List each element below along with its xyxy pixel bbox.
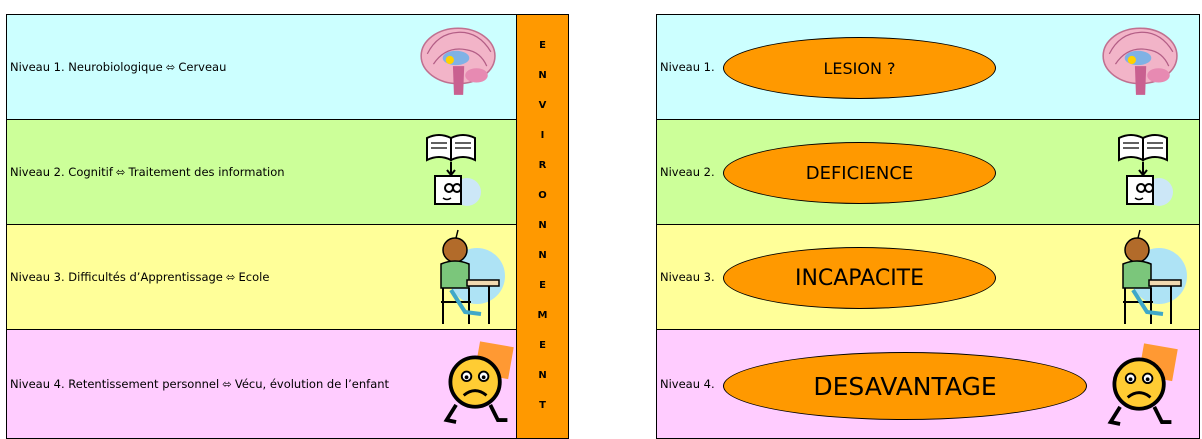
equivalence-arrow-icon: ⬄ bbox=[225, 270, 236, 284]
environment-letter: R bbox=[538, 160, 547, 171]
environment-letter: E bbox=[539, 40, 546, 51]
environment-letter: O bbox=[538, 190, 547, 201]
level-label: Niveau 4. Retentissement personnel bbox=[10, 377, 220, 391]
term-text: INCAPACITE bbox=[794, 265, 925, 291]
environment-letter: I bbox=[540, 130, 545, 141]
level-target: Ecole bbox=[238, 270, 270, 284]
term-ellipse: INCAPACITE bbox=[723, 247, 996, 309]
environment-letter: N bbox=[538, 250, 547, 261]
environment-letter: E bbox=[539, 340, 546, 351]
book-reader-icon bbox=[421, 128, 481, 208]
level-label: Niveau 1. Neurobiologique bbox=[10, 60, 163, 74]
left-level-3-text: Niveau 3. Difficultés d’Apprentissage⬄Ec… bbox=[10, 270, 269, 284]
term-ellipse: DEFICIENCE bbox=[723, 142, 996, 204]
level-label: Niveau 3. bbox=[660, 270, 715, 284]
level-target: Cerveau bbox=[178, 60, 227, 74]
environment-letter: N bbox=[538, 70, 547, 81]
environment-letter: N bbox=[538, 220, 547, 231]
left-level-4-text: Niveau 4. Retentissement personnel⬄Vécu,… bbox=[10, 377, 389, 391]
environment-letter: M bbox=[537, 310, 548, 321]
left-level-2-text: Niveau 2. Cognitif⬄Traitement des inform… bbox=[10, 165, 285, 179]
left-level-3-row: Niveau 3. Difficultés d’Apprentissage⬄Ec… bbox=[6, 224, 517, 330]
environment-letter: T bbox=[539, 400, 546, 411]
term-ellipse: DESAVANTAGE bbox=[723, 352, 1087, 420]
student-at-desk-icon bbox=[1107, 228, 1187, 328]
right-panel: Niveau 1. LESION ? Niveau 2. DEFICIENCE … bbox=[656, 14, 1200, 439]
student-at-desk-icon bbox=[425, 228, 505, 328]
level-label: Niveau 2. bbox=[660, 165, 715, 179]
equivalence-arrow-icon: ⬄ bbox=[115, 165, 126, 179]
environment-letter: V bbox=[538, 100, 547, 111]
brain-icon bbox=[1097, 19, 1179, 101]
term-text: DEFICIENCE bbox=[805, 162, 914, 184]
term-ellipse: LESION ? bbox=[723, 37, 996, 99]
left-panel: Niveau 1. Neurobiologique⬄Cerveau Niveau… bbox=[6, 14, 569, 439]
brain-icon bbox=[415, 19, 497, 101]
left-level-1-text: Niveau 1. Neurobiologique⬄Cerveau bbox=[10, 60, 226, 74]
level-target: Traitement des information bbox=[128, 165, 285, 179]
level-target: Vécu, évolution de l’enfant bbox=[234, 377, 390, 391]
level-label: Niveau 3. Difficultés d’Apprentissage bbox=[10, 270, 223, 284]
environment-bar: E N V I R O N N E M E N T bbox=[516, 14, 569, 439]
level-label: Niveau 4. bbox=[660, 377, 715, 391]
sad-face-icon bbox=[439, 340, 515, 426]
left-level-1-row: Niveau 1. Neurobiologique⬄Cerveau bbox=[6, 14, 517, 120]
term-text: LESION ? bbox=[823, 58, 896, 78]
right-level-2-row: Niveau 2. DEFICIENCE bbox=[656, 119, 1200, 225]
right-level-4-row: Niveau 4. DESAVANTAGE bbox=[656, 329, 1200, 439]
level-label: Niveau 1. bbox=[660, 60, 715, 74]
right-level-3-row: Niveau 3. INCAPACITE bbox=[656, 224, 1200, 330]
equivalence-arrow-icon: ⬄ bbox=[222, 377, 232, 391]
left-level-2-row: Niveau 2. Cognitif⬄Traitement des inform… bbox=[6, 119, 517, 225]
sad-face-icon bbox=[1103, 342, 1179, 428]
environment-letter: N bbox=[538, 370, 547, 381]
term-text: DESAVANTAGE bbox=[813, 371, 997, 401]
book-reader-icon bbox=[1113, 128, 1173, 208]
environment-letter: E bbox=[539, 280, 546, 291]
left-level-4-row: Niveau 4. Retentissement personnel⬄Vécu,… bbox=[6, 329, 517, 439]
equivalence-arrow-icon: ⬄ bbox=[165, 60, 176, 74]
right-level-1-row: Niveau 1. LESION ? bbox=[656, 14, 1200, 120]
level-label: Niveau 2. Cognitif bbox=[10, 165, 113, 179]
